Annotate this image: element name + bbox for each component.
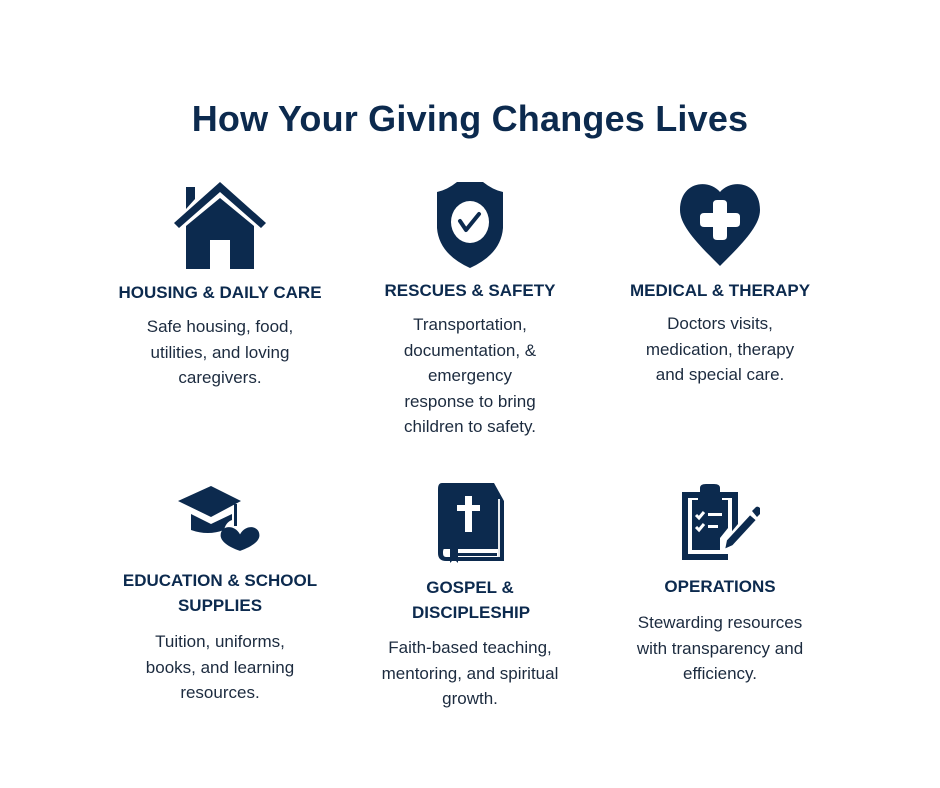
card-description: Stewarding resources with transparency a… (636, 613, 804, 683)
graduation-cap-heart-icon (178, 486, 260, 551)
card-heading: HOUSING & DAILY CARE (118, 283, 322, 302)
clipboard-pencil-icon (682, 484, 760, 560)
card-gospel: GOSPEL & DISCIPLESHIP Faith-based teachi… (350, 483, 590, 712)
bible-icon (438, 483, 504, 563)
card-description: Tuition, uniforms, books, and learning r… (145, 632, 295, 702)
card-description: Transportation, documentation, & emergen… (403, 315, 537, 436)
card-heading: OPERATIONS (664, 577, 776, 596)
card-rescues: RESCUES & SAFETY Transportation, documen… (350, 182, 590, 440)
card-heading: GOSPEL & DISCIPLESHIP (412, 578, 531, 622)
card-description: Doctors visits, medication, therapy and … (645, 314, 795, 384)
card-heading: EDUCATION & SCHOOL SUPPLIES (122, 571, 318, 615)
card-heading: MEDICAL & THERAPY (629, 281, 811, 300)
card-medical: MEDICAL & THERAPY Doctors visits, medica… (600, 182, 840, 388)
card-housing: HOUSING & DAILY CARE Safe housing, food,… (100, 182, 340, 391)
heart-plus-icon (680, 184, 760, 266)
card-description: Faith-based teaching, mentoring, and spi… (381, 638, 559, 708)
shield-check-icon (437, 182, 503, 268)
card-education: EDUCATION & SCHOOL SUPPLIES Tuition, uni… (100, 484, 340, 706)
card-operations: OPERATIONS Stewarding resources with tra… (600, 484, 840, 687)
page-title: How Your Giving Changes Lives (191, 98, 749, 139)
card-heading: RESCUES & SAFETY (384, 281, 556, 300)
house-icon (174, 182, 266, 269)
card-description: Safe housing, food, utilities, and lovin… (146, 317, 294, 387)
